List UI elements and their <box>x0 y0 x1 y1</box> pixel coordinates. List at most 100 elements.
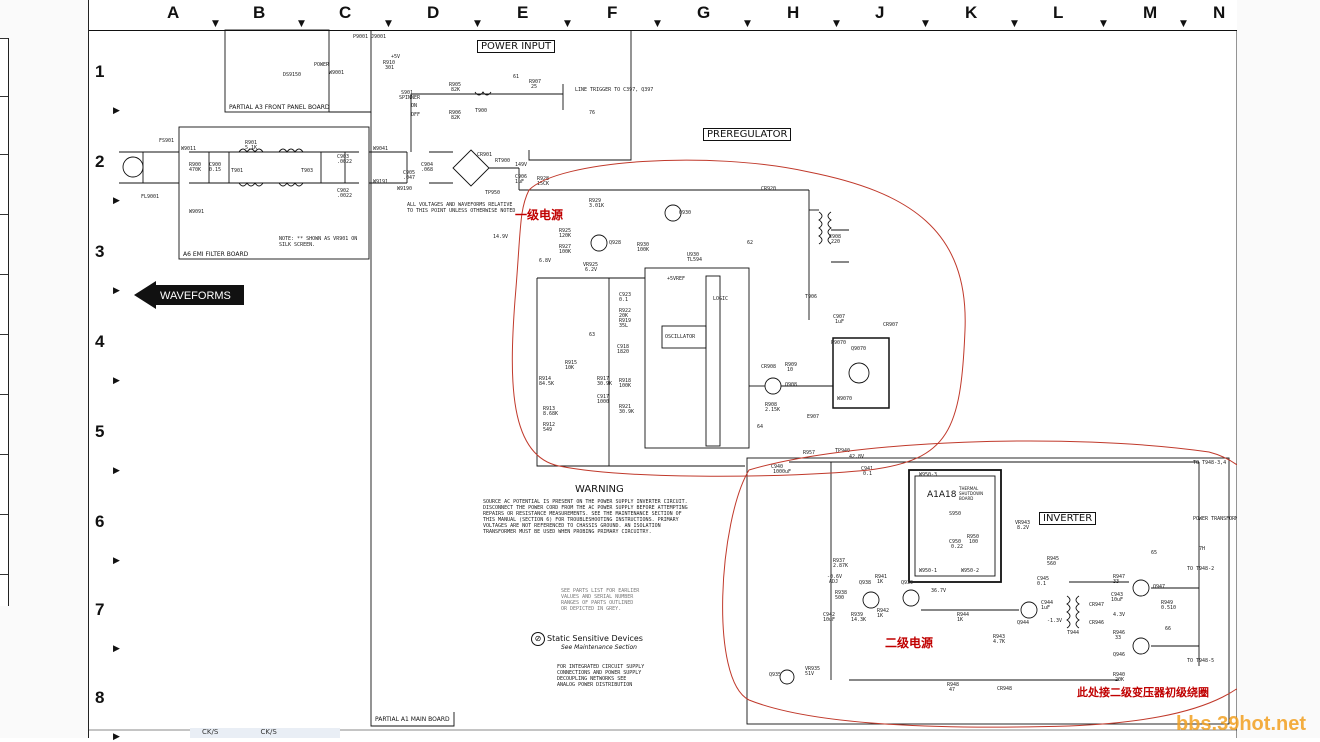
component-label: -1.3V <box>1047 618 1062 624</box>
component-label: R918 <box>619 378 631 384</box>
column-label: M <box>1143 3 1158 22</box>
component-label: 10uF <box>1111 597 1123 603</box>
component-label: 61 <box>513 74 519 80</box>
column-divider-icon: ▼ <box>385 19 392 29</box>
warning-body: SOURCE AC POTENTIAL IS PRESENT ON THE PO… <box>483 499 723 535</box>
component-label: C943 <box>1111 592 1123 598</box>
component-label: CR948 <box>997 686 1012 692</box>
component-label: Q9070 <box>851 346 866 352</box>
row-divider-icon: ▶ <box>113 732 120 742</box>
component-label: LOGIC <box>713 296 728 302</box>
column-divider-icon: ▼ <box>654 19 661 29</box>
component-label: C950 <box>949 539 961 545</box>
waveforms-button[interactable]: WAVEFORMS <box>134 281 244 309</box>
component-label: U930 <box>687 252 699 258</box>
component-label: R946 <box>1113 630 1125 636</box>
component-label: 65 <box>1151 550 1157 556</box>
note-line: OR DEPICTED IN GREY. <box>561 606 622 612</box>
component-label: 0.1 <box>863 471 872 477</box>
note-line: SOURCE AC POTENTIAL IS PRESENT ON THE PO… <box>483 499 688 505</box>
component-label: .0022 <box>337 193 352 199</box>
component-label: CR908 <box>761 364 776 370</box>
panel-divider <box>0 96 8 97</box>
component-label: R943 <box>993 634 1005 640</box>
component-label: Q908 <box>785 382 797 388</box>
component-label: 64 <box>757 424 763 430</box>
component-label: C905 <box>403 170 415 176</box>
component-label: 1uF <box>515 179 524 185</box>
row-divider-icon: ▶ <box>113 286 120 296</box>
row-divider-icon: ▶ <box>113 556 120 566</box>
component-label: R913 <box>543 406 555 412</box>
component-label: 33 <box>1115 635 1121 641</box>
component-label: FL9001 <box>141 194 159 200</box>
component-label: 549 <box>543 427 552 433</box>
component-label: 14.3K <box>851 617 866 623</box>
row-label: 4 <box>95 332 105 351</box>
component-label: 15CK <box>537 181 549 187</box>
component-label: C907 <box>833 314 845 320</box>
column-divider-icon: ▼ <box>922 19 929 29</box>
note-line: VALUES AND SERIAL NUMBER <box>561 594 634 600</box>
component-label: Q947 <box>1153 584 1165 590</box>
panel-divider <box>0 154 8 155</box>
component-label: R929 <box>589 198 601 204</box>
component-label: E907 <box>807 414 819 420</box>
component-label: W9041 <box>373 146 388 152</box>
component-label: R942 <box>877 608 889 614</box>
column-label: B <box>253 3 266 22</box>
component-label: +5V <box>391 54 400 60</box>
component-label: 120K <box>559 233 571 239</box>
note-line: DECOUPLING NETWORKS SEE <box>557 676 627 682</box>
component-label: 1K <box>877 613 883 619</box>
column-divider-icon: ▼ <box>474 19 481 29</box>
component-label: Q928 <box>609 240 621 246</box>
waveforms-arrow-icon <box>134 281 244 309</box>
component-label: R907 <box>529 79 541 85</box>
component-label: R937 <box>833 558 845 564</box>
component-label: 1K <box>957 617 963 623</box>
component-label: LINE TRIGGER TO C397, Q397 <box>575 87 653 93</box>
component-label: CR907 <box>883 322 898 328</box>
component-label: SPINNER <box>399 95 421 101</box>
column-divider-icon: ▼ <box>212 19 219 29</box>
note-line: RANGES OF PARTS OUTLINED <box>561 600 634 606</box>
component-label: 10 <box>787 367 793 373</box>
column-label: J <box>875 3 885 22</box>
component-label: 100K <box>559 249 571 255</box>
row-label: 3 <box>95 242 105 261</box>
component-label: Q946 <box>1113 652 1125 658</box>
component-label: C900 <box>209 162 221 168</box>
component-label: 82K <box>451 87 460 93</box>
component-label: W950-1 <box>919 568 937 574</box>
component-label: 1uF <box>1041 605 1050 611</box>
taskbar-item[interactable]: CK/S <box>202 728 219 736</box>
component-label: T900 <box>475 108 487 114</box>
secondary-supply-annotation: 二级电源 <box>885 636 934 650</box>
component-label: Q939 <box>901 580 913 586</box>
power-input-title: POWER INPUT <box>477 40 556 53</box>
component-label: R944 <box>957 612 969 618</box>
component-label: 33 <box>1113 579 1119 585</box>
component-label: DS9150 <box>283 72 301 78</box>
component-label: 30.9K <box>619 409 634 415</box>
component-label: 14.9V <box>493 234 508 240</box>
taskbar-item[interactable]: CK/S <box>260 728 277 736</box>
component-label: +5VREF <box>667 276 685 282</box>
component-label: C918 <box>617 344 629 350</box>
note-line: THIS MANUAL (SECTION 6) FOR TROUBLESHOOT… <box>483 517 679 523</box>
component-label: R919 <box>619 318 631 324</box>
component-label: 0.22 <box>951 544 963 550</box>
component-label: Q930 <box>679 210 691 216</box>
column-label: N <box>1213 3 1226 22</box>
component-label: R939 <box>851 612 863 618</box>
component-label: R947 <box>1113 574 1125 580</box>
component-label: 500 <box>835 595 844 601</box>
column-divider-icon: ▼ <box>1100 19 1107 29</box>
inverter-title: INVERTER <box>1039 512 1097 525</box>
component-label: CR901 <box>477 152 492 158</box>
component-label: C945 <box>1037 576 1049 582</box>
component-label: 51V <box>805 671 814 677</box>
